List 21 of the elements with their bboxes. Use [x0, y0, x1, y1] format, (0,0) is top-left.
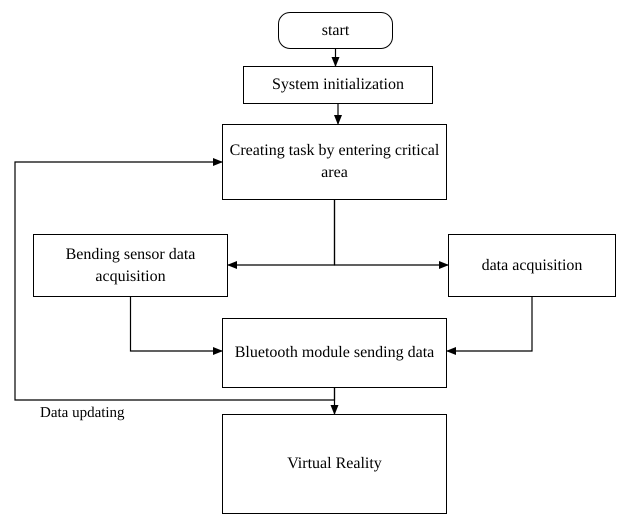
node-text: Creating task by entering critical area [228, 141, 440, 183]
node-text: Virtual Reality [287, 454, 382, 474]
process-box [448, 234, 616, 297]
node-text: start [322, 20, 350, 41]
edge-label: Data updating [40, 404, 125, 423]
process-box [243, 66, 433, 104]
node-text: Bluetooth module sending data [234, 343, 434, 364]
arrow [334, 104, 342, 125]
node-text: Bending sensor data acquisition [64, 244, 196, 286]
node-text: System initialization [272, 75, 404, 96]
arrow [446, 297, 533, 355]
process-box [222, 414, 447, 514]
arrow [332, 49, 340, 67]
start-terminal [278, 12, 393, 49]
arrow [14, 158, 336, 401]
arrow [130, 297, 223, 355]
node-text: data acquisition [482, 256, 582, 276]
arrow [334, 200, 449, 269]
process-box [222, 318, 447, 388]
process-box [222, 124, 447, 200]
process-box [33, 234, 228, 297]
